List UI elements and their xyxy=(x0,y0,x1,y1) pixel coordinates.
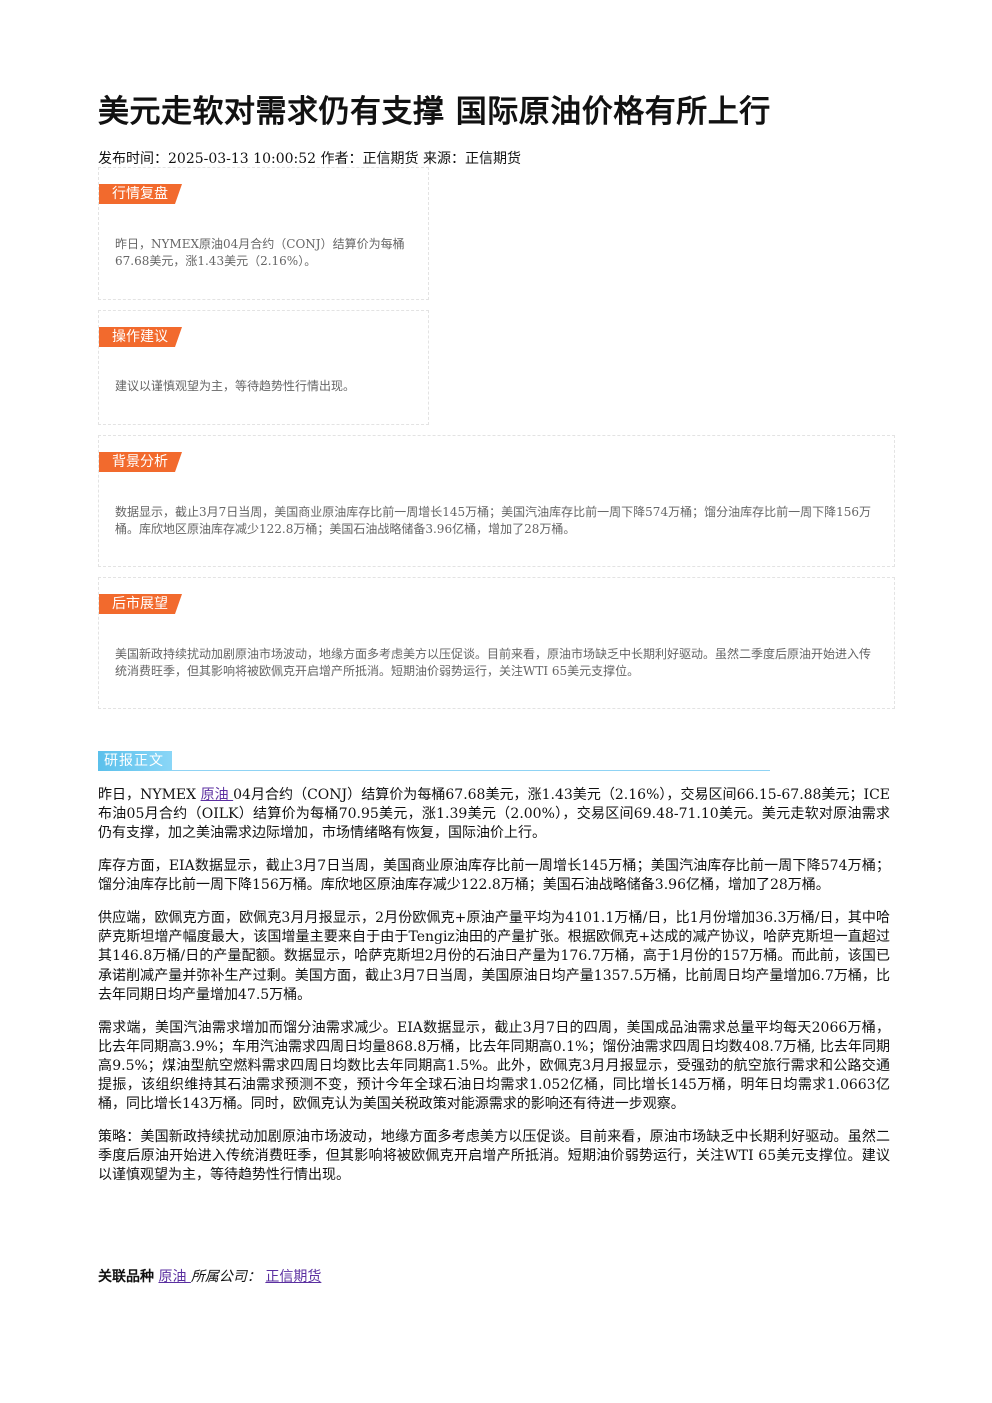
report-paragraph-4: 需求端，美国汽油需求增加而馏分油需求减少。EIA数据显示，截止3月7日的四周，美… xyxy=(98,1019,890,1113)
article-meta: 发布时间：2025-03-13 10:00:52 作者：正信期货 来源：正信期货 xyxy=(98,148,521,168)
market-review-box: 行情复盘 昨日，NYMEX原油04月合约（CONJ）结算价为每桶67.68美元，… xyxy=(98,167,429,300)
report-tag: 研报正文 xyxy=(98,751,172,771)
source: 正信期货 xyxy=(464,151,521,167)
crude-oil-link[interactable]: 原油 xyxy=(200,787,234,803)
operation-advice-tag: 操作建议 xyxy=(99,327,182,347)
report-body: 昨日，NYMEX 原油 04月合约（CONJ）结算价为每桶67.68美元，涨1.… xyxy=(98,786,890,1199)
outlook-text: 美国新政持续扰动加剧原油市场波动，地缘方面多考虑美方以压促谈。目前来看，原油市场… xyxy=(115,647,872,678)
publish-label: 发布时间： xyxy=(98,151,168,167)
operation-advice-box: 操作建议 建议以谨慎观望为主，等待趋势性行情出现。 xyxy=(98,310,429,425)
author: 正信期货 xyxy=(362,151,419,167)
report-paragraph-1: 昨日，NYMEX 原油 04月合约（CONJ）结算价为每桶67.68美元，涨1.… xyxy=(98,786,890,844)
outlook-tag: 后市展望 xyxy=(99,594,182,614)
company-label: 所属公司： xyxy=(190,1269,261,1285)
p1-text-b: 04月合约（CONJ）结算价为每桶67.68美元，涨1.43美元（2.16%），… xyxy=(98,787,891,842)
report-paragraph-5: 策略：美国新政持续扰动加剧原油市场波动，地缘方面多考虑美方以压促谈。目前来看，原… xyxy=(98,1129,890,1184)
related-crude-oil-link[interactable]: 原油 xyxy=(158,1269,191,1285)
market-review-tag: 行情复盘 xyxy=(99,184,182,204)
page-title: 美元走软对需求仍有支撑 国际原油价格有所上行 xyxy=(98,94,771,130)
p1-text-a: 昨日，NYMEX xyxy=(98,787,201,803)
report-paragraph-3: 供应端，欧佩克方面，欧佩克3月月报显示，2月份欧佩克+原油产量平均为4101.1… xyxy=(98,910,890,1003)
background-analysis-tag: 背景分析 xyxy=(99,452,182,472)
author-label: 作者： xyxy=(320,151,363,167)
background-analysis-text: 数据显示，截止3月7日当周，美国商业原油库存比前一周增长145万桶；美国汽油库存… xyxy=(115,505,871,536)
operation-advice-text: 建议以谨慎观望为主，等待趋势性行情出现。 xyxy=(115,379,356,393)
outlook-box: 后市展望 美国新政持续扰动加剧原油市场波动，地缘方面多考虑美方以压促谈。目前来看… xyxy=(98,577,895,709)
market-review-text: 昨日，NYMEX原油04月合约（CONJ）结算价为每桶67.68美元，涨1.43… xyxy=(115,237,405,268)
report-header: 研报正文 xyxy=(98,750,770,771)
related-label: 关联品种 xyxy=(98,1269,154,1285)
background-analysis-box: 背景分析 数据显示，截止3月7日当周，美国商业原油库存比前一周增长145万桶；美… xyxy=(98,435,895,567)
source-label: 来源： xyxy=(422,151,465,167)
report-paragraph-2: 库存方面，EIA数据显示，截止3月7日当周，美国商业原油库存比前一周增长145万… xyxy=(98,858,890,894)
company-link[interactable]: 正信期货 xyxy=(265,1269,322,1285)
publish-time: 2025-03-13 10:00:52 xyxy=(168,151,317,167)
related-footer: 关联品种 原油 所属公司： 正信期货 xyxy=(98,1266,321,1286)
